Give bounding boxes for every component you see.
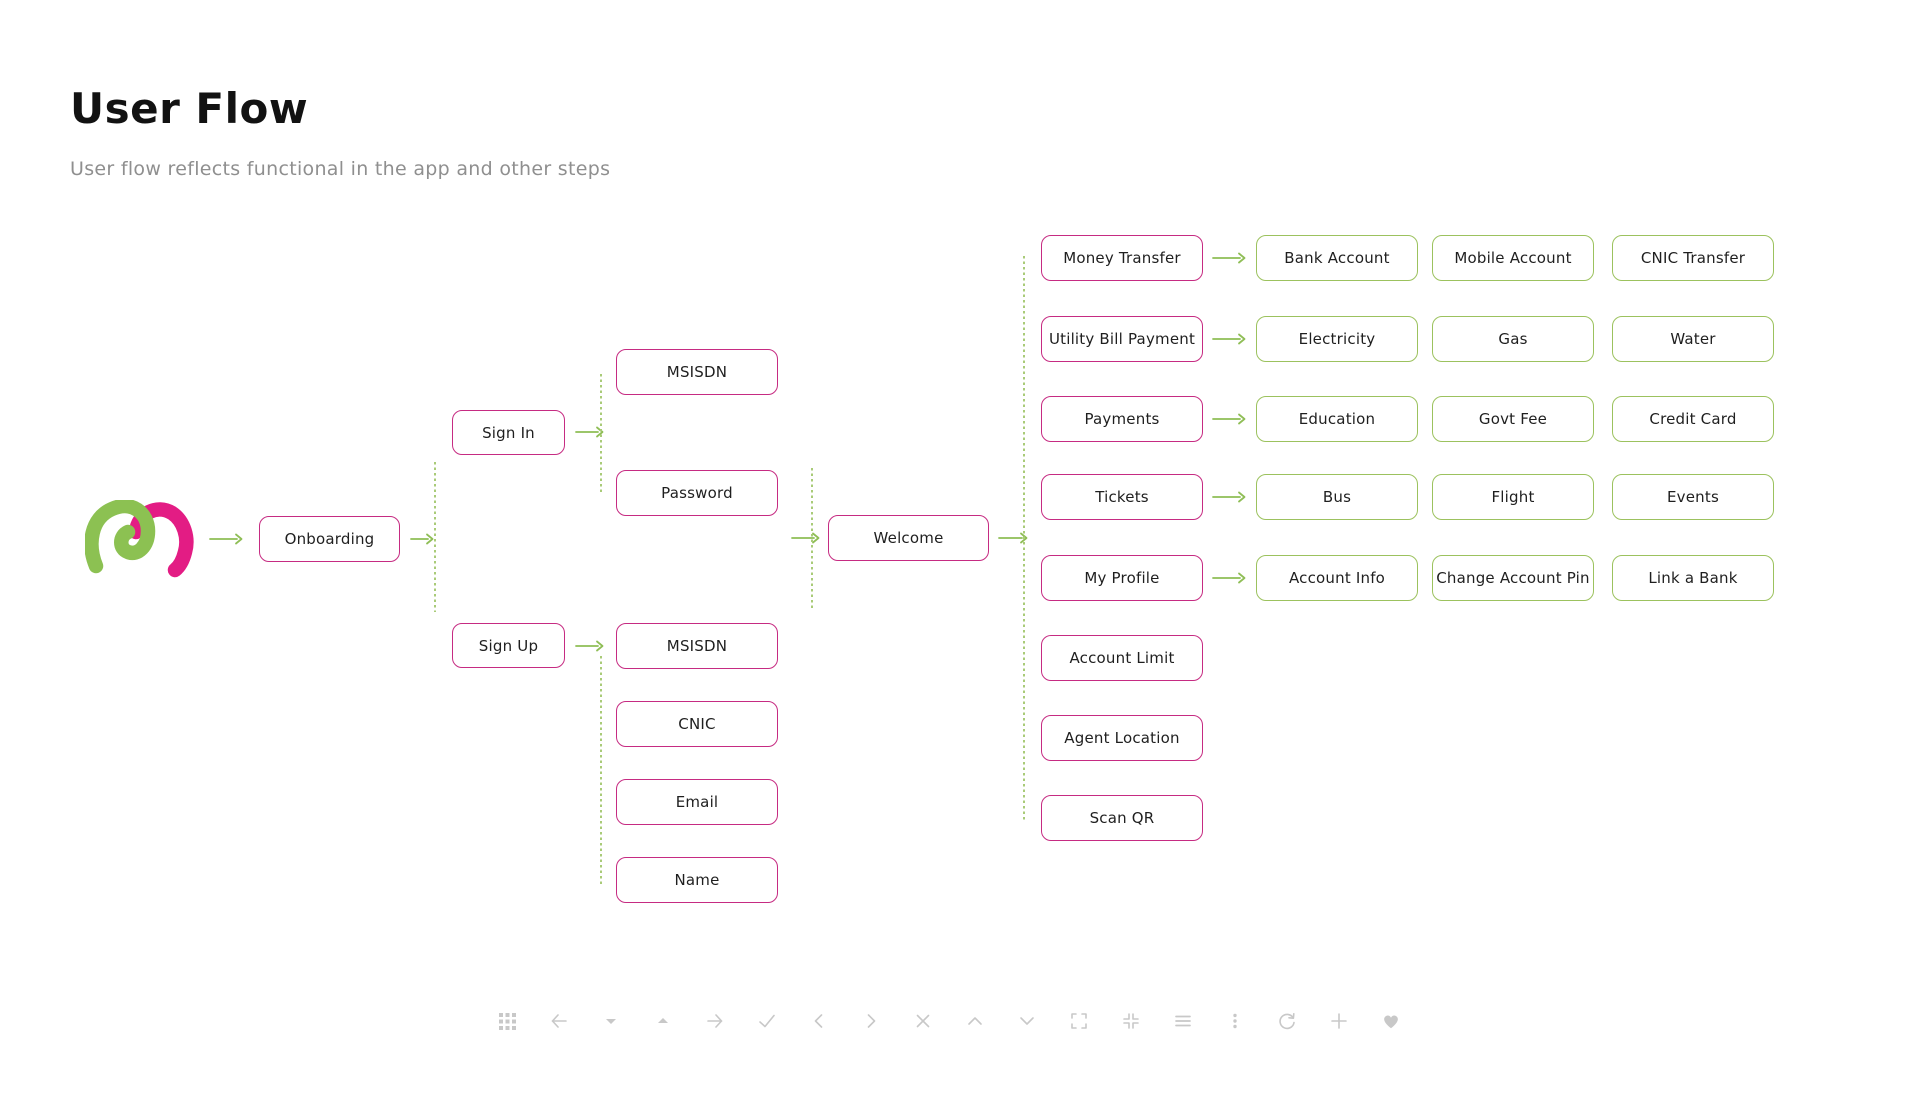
flow-node-account-info[interactable]: Account Info bbox=[1256, 555, 1418, 601]
flow-node-password[interactable]: Password bbox=[616, 470, 778, 516]
dotted-connector bbox=[811, 468, 813, 608]
canvas-toolbar bbox=[497, 1006, 1401, 1036]
flow-node-cnic[interactable]: CNIC bbox=[616, 701, 778, 747]
heart-icon[interactable] bbox=[1381, 1011, 1401, 1031]
page-title: User Flow bbox=[70, 84, 309, 133]
arrow-connector bbox=[410, 533, 434, 545]
flow-node-utility-bill-payment[interactable]: Utility Bill Payment bbox=[1041, 316, 1203, 362]
flow-node-msisdn-signin[interactable]: MSISDN bbox=[616, 349, 778, 395]
flow-node-money-transfer[interactable]: Money Transfer bbox=[1041, 235, 1203, 281]
flow-node-msisdn-signup[interactable]: MSISDN bbox=[616, 623, 778, 669]
flow-node-payments[interactable]: Payments bbox=[1041, 396, 1203, 442]
grid-icon[interactable] bbox=[497, 1011, 517, 1031]
flow-node-scan-qr[interactable]: Scan QR bbox=[1041, 795, 1203, 841]
flow-node-cnic-transfer[interactable]: CNIC Transfer bbox=[1612, 235, 1774, 281]
close-icon[interactable] bbox=[913, 1011, 933, 1031]
arrow-connector bbox=[575, 426, 604, 438]
arrow-connector bbox=[209, 533, 243, 545]
chevron-left-icon[interactable] bbox=[809, 1011, 829, 1031]
check-icon[interactable] bbox=[757, 1011, 777, 1031]
flow-node-tickets[interactable]: Tickets bbox=[1041, 474, 1203, 520]
dotted-connector bbox=[434, 462, 436, 612]
refresh-icon[interactable] bbox=[1277, 1011, 1297, 1031]
exit-fullscreen-icon[interactable] bbox=[1121, 1011, 1141, 1031]
arrow-connector bbox=[998, 532, 1028, 544]
arrow-connector bbox=[791, 532, 820, 544]
arrow-connector bbox=[1212, 572, 1246, 584]
flow-node-events[interactable]: Events bbox=[1612, 474, 1774, 520]
flow-node-mobile-account[interactable]: Mobile Account bbox=[1432, 235, 1594, 281]
flow-node-govt-fee[interactable]: Govt Fee bbox=[1432, 396, 1594, 442]
flow-node-sign-in[interactable]: Sign In bbox=[452, 410, 565, 455]
arrow-right-icon[interactable] bbox=[705, 1011, 725, 1031]
flow-node-education[interactable]: Education bbox=[1256, 396, 1418, 442]
brand-logo bbox=[85, 500, 194, 578]
more-vertical-icon[interactable] bbox=[1225, 1011, 1245, 1031]
arrow-connector bbox=[575, 640, 604, 652]
arrow-connector bbox=[1212, 413, 1246, 425]
caret-up-icon[interactable] bbox=[653, 1011, 673, 1031]
flow-node-electricity[interactable]: Electricity bbox=[1256, 316, 1418, 362]
chevron-right-icon[interactable] bbox=[861, 1011, 881, 1031]
page-subtitle: User flow reflects functional in the app… bbox=[70, 158, 611, 180]
dotted-connector bbox=[600, 374, 602, 494]
flow-node-my-profile[interactable]: My Profile bbox=[1041, 555, 1203, 601]
dotted-connector bbox=[600, 656, 602, 886]
plus-icon[interactable] bbox=[1329, 1011, 1349, 1031]
fullscreen-icon[interactable] bbox=[1069, 1011, 1089, 1031]
flow-node-gas[interactable]: Gas bbox=[1432, 316, 1594, 362]
flow-node-water[interactable]: Water bbox=[1612, 316, 1774, 362]
flow-node-name[interactable]: Name bbox=[616, 857, 778, 903]
flow-node-welcome[interactable]: Welcome bbox=[828, 515, 989, 561]
arrow-left-icon[interactable] bbox=[549, 1011, 569, 1031]
chevron-up-icon[interactable] bbox=[965, 1011, 985, 1031]
flow-node-agent-location[interactable]: Agent Location bbox=[1041, 715, 1203, 761]
arrow-connector bbox=[1212, 252, 1246, 264]
menu-icon[interactable] bbox=[1173, 1011, 1193, 1031]
flow-node-link-a-bank[interactable]: Link a Bank bbox=[1612, 555, 1774, 601]
arrow-connector bbox=[1212, 333, 1246, 345]
flow-node-bus[interactable]: Bus bbox=[1256, 474, 1418, 520]
caret-down-icon[interactable] bbox=[601, 1011, 621, 1031]
flow-node-email[interactable]: Email bbox=[616, 779, 778, 825]
flow-node-flight[interactable]: Flight bbox=[1432, 474, 1594, 520]
dotted-connector bbox=[1023, 256, 1025, 820]
chevron-down-icon[interactable] bbox=[1017, 1011, 1037, 1031]
arrow-connector bbox=[1212, 491, 1246, 503]
flow-node-onboarding[interactable]: Onboarding bbox=[259, 516, 400, 562]
flow-node-account-limit[interactable]: Account Limit bbox=[1041, 635, 1203, 681]
flow-node-sign-up[interactable]: Sign Up bbox=[452, 623, 565, 668]
flow-node-credit-card[interactable]: Credit Card bbox=[1612, 396, 1774, 442]
flow-node-bank-account[interactable]: Bank Account bbox=[1256, 235, 1418, 281]
flow-node-change-account-pin[interactable]: Change Account Pin bbox=[1432, 555, 1594, 601]
